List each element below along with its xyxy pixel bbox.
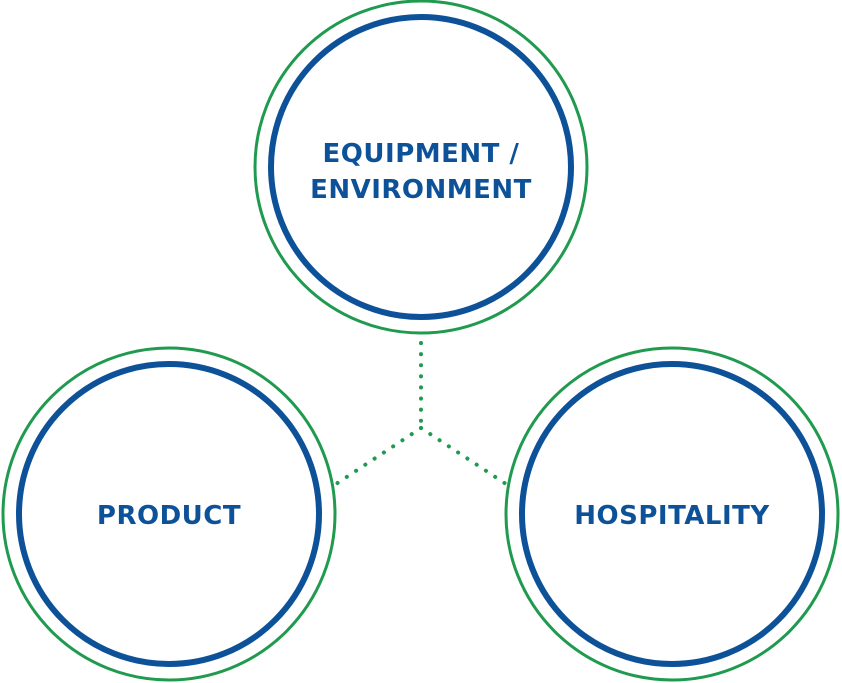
node-product: PRODUCT — [1, 346, 337, 682]
node-label-environment: ENVIRONMENT — [310, 175, 532, 205]
node-label-product: PRODUCT — [97, 501, 241, 531]
connector-left — [334, 426, 423, 486]
node-label-equipment: EQUIPMENT / — [323, 139, 520, 169]
inner-ring — [519, 361, 825, 667]
node-label-hospitality: HOSPITALITY — [574, 501, 770, 531]
connectors — [334, 341, 508, 486]
connector-right — [419, 426, 508, 486]
node-equipment-environment: EQUIPMENT / ENVIRONMENT — [253, 0, 589, 335]
inner-ring — [268, 14, 574, 320]
inner-ring — [16, 361, 322, 667]
node-hospitality: HOSPITALITY — [504, 346, 840, 682]
